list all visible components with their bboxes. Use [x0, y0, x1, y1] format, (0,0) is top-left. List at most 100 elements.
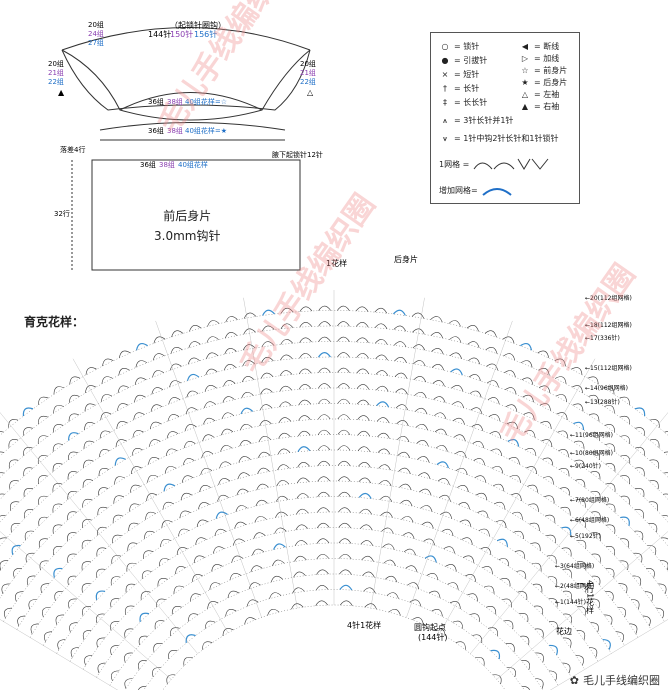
mesh-loop	[521, 686, 530, 690]
mesh-loop	[480, 547, 492, 555]
mesh-loop	[494, 501, 506, 510]
mesh-loop	[589, 647, 598, 658]
mesh-loop	[24, 509, 34, 519]
mesh-loop	[295, 524, 308, 531]
mesh-loop	[467, 593, 478, 602]
mesh-loop	[620, 475, 631, 485]
mesh-loop	[204, 620, 216, 629]
mesh-loop	[224, 348, 237, 355]
mesh-loop	[11, 544, 21, 555]
side-row-3: 27组	[88, 38, 104, 47]
mesh-loop	[124, 652, 133, 663]
row-label: ←1(144针)	[555, 598, 586, 606]
mesh-loop	[469, 390, 482, 398]
mesh-loop	[414, 392, 427, 399]
mesh-loop	[548, 598, 558, 608]
mesh-loop	[562, 662, 571, 674]
mesh-loop	[423, 538, 436, 546]
legend-item-chain: ○= 锁针	[441, 42, 480, 51]
mesh-loop	[415, 407, 428, 415]
mesh-loop	[401, 516, 414, 523]
mesh-loop	[496, 538, 509, 547]
mesh-loop	[99, 449, 110, 458]
mesh-loop	[376, 401, 390, 408]
mesh-loop	[84, 422, 95, 430]
mesh-loop	[240, 407, 254, 415]
mesh-loop	[556, 412, 568, 421]
mesh-loop	[449, 601, 461, 609]
mesh-loop	[395, 388, 408, 395]
mesh-loop	[40, 583, 50, 594]
mesh-loop	[340, 600, 353, 606]
mesh-loop	[133, 412, 145, 420]
mesh-loop	[363, 587, 376, 594]
add-grid-icon	[482, 188, 512, 196]
mesh-loop	[229, 572, 242, 581]
mesh-loop	[178, 528, 190, 537]
fan-guide-line	[550, 619, 668, 690]
row-label: ←2(48组网格)	[555, 582, 594, 590]
mesh-loop	[475, 492, 488, 501]
mesh-loop	[199, 484, 211, 492]
mesh-loop	[620, 435, 631, 444]
mesh-loop	[513, 530, 524, 539]
mesh-loop	[338, 538, 352, 544]
mesh-loop	[402, 532, 415, 539]
row-label: ←17(336针)	[585, 334, 620, 342]
mesh-loop	[101, 394, 113, 402]
mesh-loop	[293, 571, 306, 578]
mesh-loop	[317, 460, 331, 466]
mesh-loop	[360, 524, 373, 531]
mesh-loop	[236, 488, 249, 496]
mesh-loop	[471, 424, 484, 432]
start-count: (144针)	[418, 632, 448, 642]
mesh-loop	[130, 484, 141, 493]
mesh-loop	[135, 342, 148, 351]
mesh-loop	[0, 537, 7, 540]
mesh-loop	[470, 407, 483, 415]
mesh-loop	[589, 432, 600, 441]
mesh-loop	[67, 451, 79, 460]
mesh-loop	[0, 431, 4, 433]
mesh-loop	[439, 494, 451, 502]
mesh-loop	[131, 448, 143, 456]
legend-item-left-sleeve: △= 左袖	[521, 90, 560, 99]
mesh-loop	[52, 443, 63, 452]
mesh-loop	[291, 603, 304, 610]
mesh-loop	[70, 647, 79, 658]
mesh-loop	[407, 582, 420, 590]
mesh-loop	[203, 417, 216, 425]
mesh-loop	[502, 336, 515, 344]
mesh-loop	[231, 555, 244, 563]
band3-c: 40组花样	[178, 160, 208, 169]
mesh-loop	[38, 396, 49, 405]
mesh-loop	[279, 385, 292, 392]
right-group-1: 20组	[300, 59, 316, 68]
mesh-loop	[165, 448, 178, 456]
mesh-loop	[317, 491, 330, 498]
mesh-loop	[360, 540, 374, 546]
mesh-loop	[82, 519, 92, 528]
fan-row-arc	[124, 573, 544, 690]
mesh-loop	[538, 385, 551, 393]
mesh-loop	[486, 606, 497, 615]
mesh-loop	[508, 457, 520, 465]
mesh-loop	[433, 396, 446, 403]
mesh-loop	[375, 354, 388, 361]
mesh-loop	[374, 323, 388, 329]
mesh-loop	[417, 456, 430, 463]
mesh-loop	[15, 591, 24, 602]
fan-guide-line	[243, 297, 298, 609]
mesh-loop	[377, 448, 391, 455]
mesh-loop	[23, 427, 33, 436]
mesh-loop	[411, 312, 425, 319]
mesh-loop	[459, 519, 472, 527]
mesh-loop	[357, 430, 370, 437]
mesh-loop	[545, 514, 556, 524]
mesh-loop	[267, 608, 280, 616]
mesh-loop	[316, 522, 330, 529]
mesh-loop	[206, 352, 219, 359]
mesh-loop	[183, 656, 193, 666]
legend-item-dc3tog: ⩚= 3针长针并1针	[442, 115, 514, 126]
